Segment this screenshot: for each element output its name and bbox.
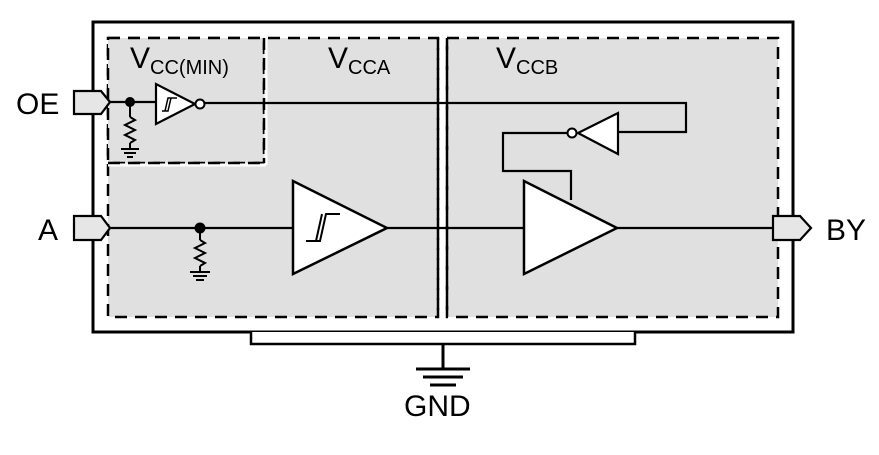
vcc-min-label: VCC(MIN) (130, 42, 229, 79)
domain-gap (439, 38, 446, 317)
oe-inverter-icon (566, 111, 620, 156)
by-port-icon (771, 214, 813, 242)
oe-pin-label: OE (16, 88, 59, 121)
oe-port-icon (72, 89, 112, 116)
oe-control-wire (205, 101, 688, 134)
vcca-label: VCCA (328, 42, 391, 79)
a-port-icon (72, 214, 112, 242)
vccb-label: VCCB (496, 42, 558, 79)
a-pulldown-resistor-icon (190, 228, 210, 281)
by-pin-label: BY (826, 214, 866, 247)
ground-icon (416, 344, 470, 387)
output-buffer-icon (522, 178, 620, 277)
enable-wire (501, 131, 573, 200)
vccb-domain (445, 36, 780, 319)
oe-schmitt-inverter-icon (154, 82, 206, 126)
a-pin-label: A (38, 214, 58, 247)
gnd-label: GND (404, 390, 471, 423)
oe-pulldown-resistor-icon (121, 102, 139, 158)
gnd-tab (249, 332, 637, 346)
a-schmitt-buffer-icon (291, 178, 390, 277)
